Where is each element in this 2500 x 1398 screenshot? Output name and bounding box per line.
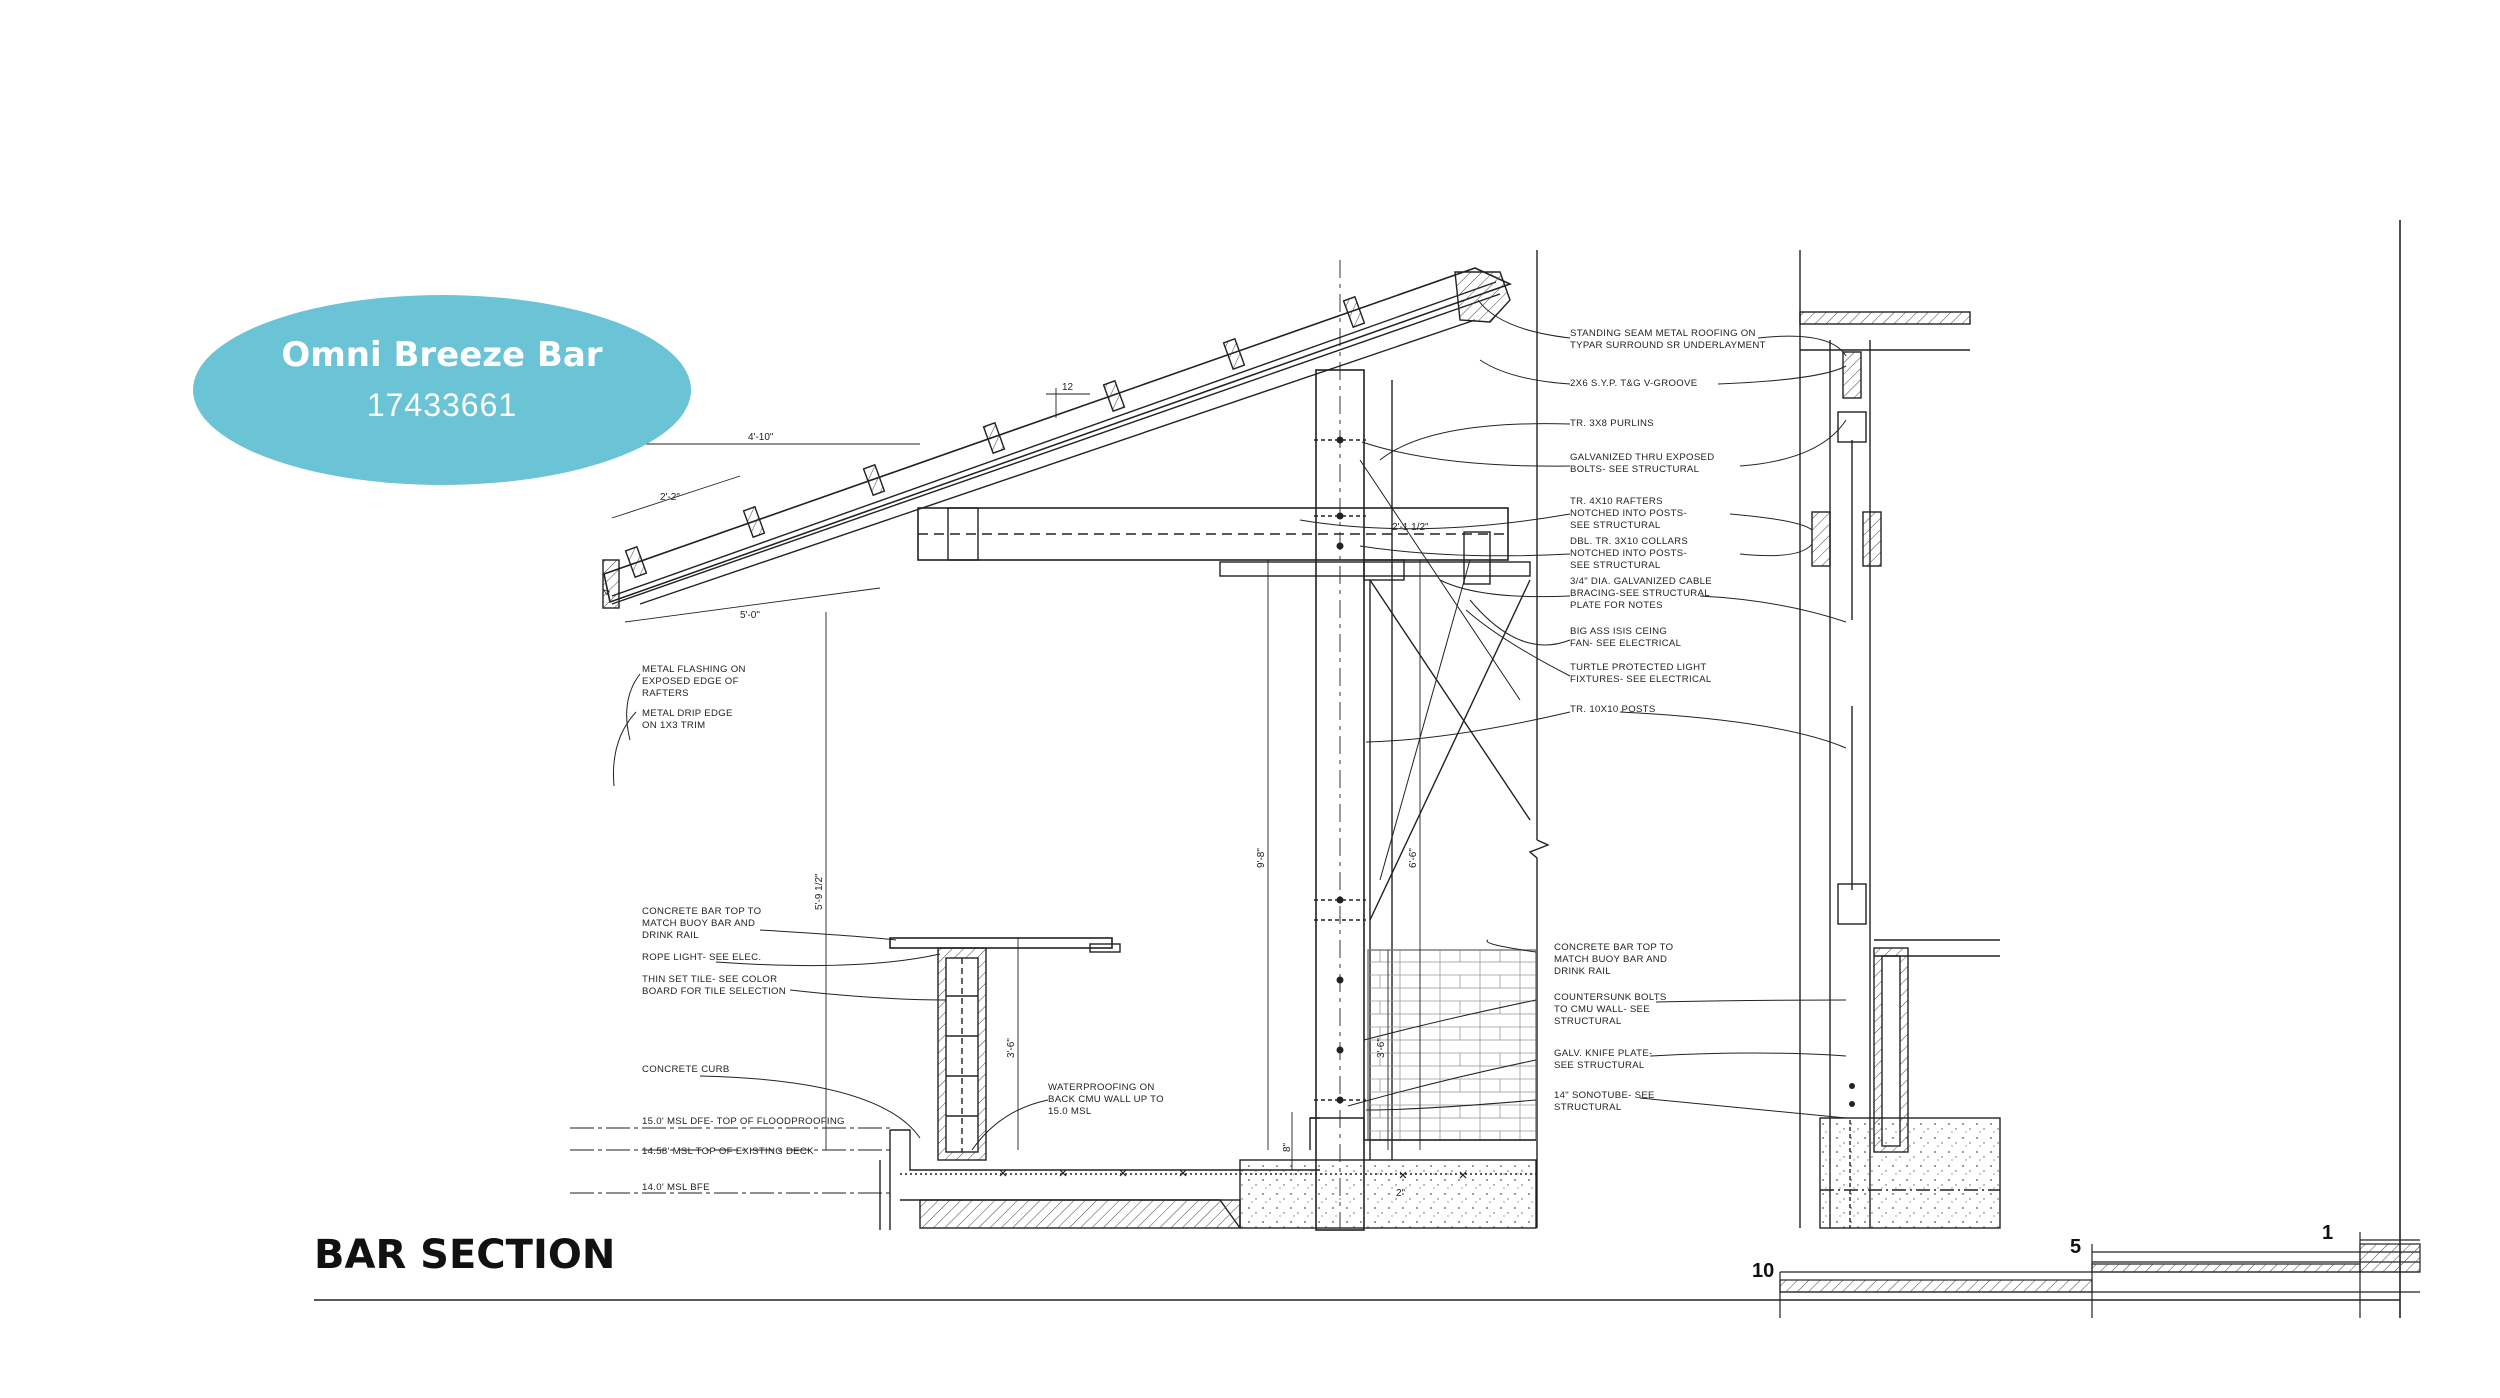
scale-label-10: 10: [1752, 1260, 1775, 1282]
dim-label: 2'-2": [660, 492, 680, 503]
sheet-title: BAR SECTION: [314, 1232, 616, 1278]
scale-label-5: 5: [2070, 1236, 2082, 1258]
project-number: 17433661: [366, 387, 518, 423]
dim-label: 9'-8": [1256, 848, 1267, 868]
scale-label-1: 1: [2322, 1222, 2334, 1244]
dim-label: 8": [1282, 1142, 1293, 1152]
dim-label: 3'-6": [1376, 1038, 1387, 1058]
dim-label: 5'-0": [740, 610, 760, 621]
dim-label: 2": [1396, 1188, 1406, 1199]
leader-lines: [613, 299, 1847, 1151]
dim-label: 12: [1062, 382, 1074, 393]
project-badge: Omni Breeze Bar 17433661: [193, 295, 691, 485]
project-name: Omni Breeze Bar: [281, 335, 603, 375]
dim-label: 4: [601, 587, 613, 596]
note-knife-plate: GALV. KNIFE PLATE-SEE STRUCTURAL: [1554, 1048, 1653, 1071]
scale-bar: [1779, 1232, 2421, 1318]
note-rope-light: ROPE LIGHT- SEE ELEC.: [642, 952, 761, 963]
note-purlins: TR. 3X8 PURLINS: [1570, 418, 1654, 429]
dim-label: 4'-10": [748, 432, 774, 443]
note-posts: TR. 10X10 POSTS: [1570, 704, 1656, 715]
level-bfe: 14.0' MSL BFE: [642, 1182, 710, 1193]
dimension-labels: 4'-10" 2'-2" 5'-0" 2'-1 1/2" 12 5'-9 1/2…: [601, 382, 1429, 1199]
dim-label: 5'-9 1/2": [814, 873, 825, 910]
dim-label: 2'-1 1/2": [1392, 522, 1429, 533]
dim-label: 6'-6": [1408, 848, 1419, 868]
section-linework: [570, 220, 2401, 1318]
note-t-and-g: 2X6 S.Y.P. T&G V-GROOVE: [1570, 378, 1697, 389]
level-dfe: 15.0' MSL DFE- TOP OF FLOODPROOFING: [642, 1116, 845, 1127]
dim-label: 3'-6": [1006, 1038, 1017, 1058]
note-curb: CONCRETE CURB: [642, 1064, 730, 1075]
level-deck: 14.58' MSL TOP OF EXISTING DECK: [642, 1146, 814, 1157]
